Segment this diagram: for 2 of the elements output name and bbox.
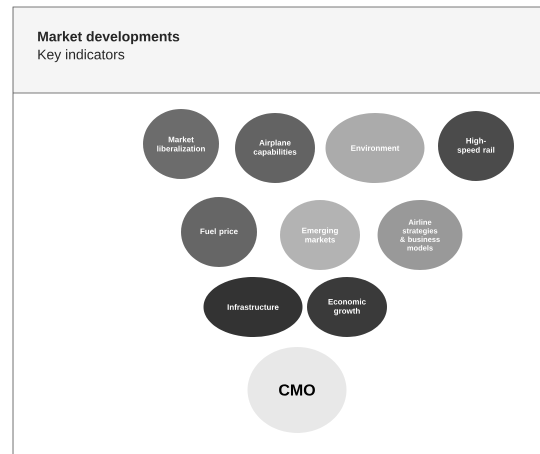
title: Market developments — [38, 31, 180, 44]
subtitle: Key indicators — [38, 49, 124, 62]
